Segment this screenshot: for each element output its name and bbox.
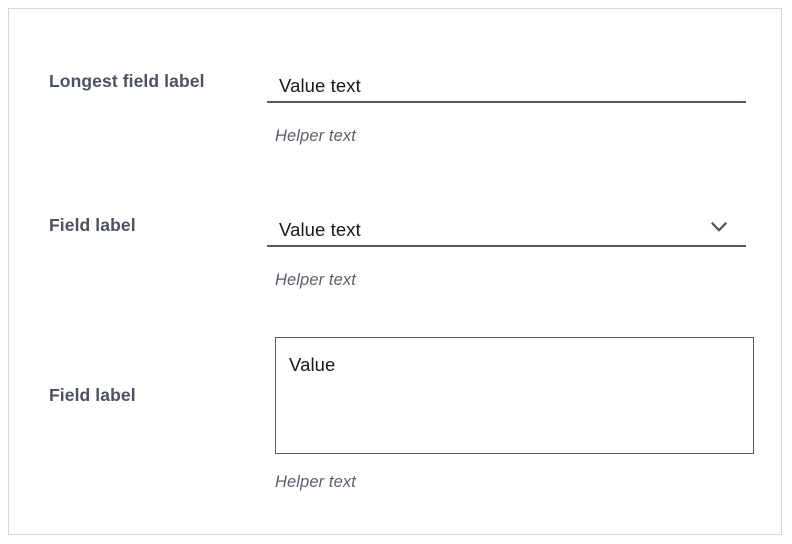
form-row-textarea: Field label Value Helper text	[9, 337, 781, 507]
text-input-control: Value text	[267, 67, 746, 103]
field-label-textarea: Field label	[49, 385, 136, 405]
form-row-text: Longest field label Value text Helper te…	[9, 67, 781, 157]
field-label-select: Field label	[49, 215, 136, 235]
text-input-value: Value text	[279, 75, 361, 96]
form-row-select: Field label Value text Helper text	[9, 211, 781, 301]
form-card: Longest field label Value text Helper te…	[8, 8, 782, 535]
select-input[interactable]: Value text	[267, 211, 746, 247]
chevron-down-icon[interactable]	[708, 216, 730, 238]
text-input[interactable]: Value text	[267, 67, 746, 103]
select-control: Value text	[267, 211, 746, 247]
textarea-value: Value	[289, 354, 336, 375]
helper-text-3: Helper text	[275, 473, 356, 491]
helper-text-2: Helper text	[275, 271, 356, 289]
field-label-longest: Longest field label	[49, 71, 205, 91]
helper-text-1: Helper text	[275, 127, 356, 145]
textarea-input[interactable]: Value	[275, 337, 754, 454]
select-value: Value text	[279, 219, 361, 240]
